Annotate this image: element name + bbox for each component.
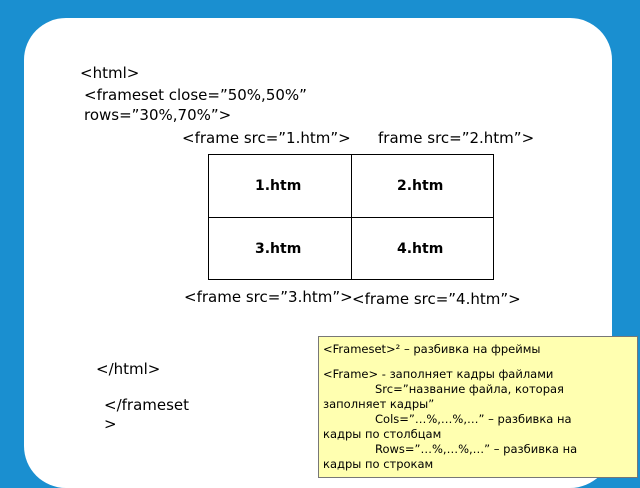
grid-cell-2: 2.htm	[397, 178, 444, 194]
grid-cell-4: 4.htm	[397, 241, 444, 257]
frameset-close-line-1: </frameset	[104, 396, 190, 414]
html-close-tag: </html>	[96, 360, 161, 378]
note-line-5: Cols=”…%,…%,…” – разбивка на	[375, 412, 572, 426]
frameset-open-line-2: rows=”30%,70%”>	[84, 106, 232, 124]
explanation-note: <Frameset>² – разбивка на фреймы <Frame>…	[318, 336, 638, 478]
grid-horizontal-divider	[209, 217, 493, 218]
note-line-4: заполняет кадры”	[323, 397, 435, 411]
note-line-1: <Frameset>² – разбивка на фреймы	[323, 342, 541, 356]
frameset-close-line-2: >	[104, 415, 117, 433]
frame-4-tag: <frame src=”4.htm”>	[352, 290, 521, 308]
frames-grid: 1.htm 2.htm 3.htm 4.htm	[208, 154, 494, 280]
note-spacer	[323, 357, 633, 367]
note-line-6: кадры по столбцам	[323, 427, 442, 441]
grid-cell-1: 1.htm	[255, 178, 302, 194]
note-line-7: Rows=”…%,…%,…” – разбивка на	[375, 442, 578, 456]
frame-1-tag: <frame src=”1.htm”>	[182, 129, 351, 147]
frameset-open-line-1: <frameset close=”50%,50%”	[84, 86, 307, 104]
frame-2-tag: frame src=”2.htm”>	[378, 129, 535, 147]
note-line-2: <Frame> - заполняет кадры файлами	[323, 367, 554, 381]
frame-3-tag: <frame src=”3.htm”>	[184, 288, 353, 306]
grid-cell-3: 3.htm	[255, 241, 302, 257]
note-line-3: Src=”название файла, которая	[375, 382, 564, 396]
html-open-tag: <html>	[80, 64, 140, 82]
note-line-8: кадры по строкам	[323, 457, 434, 471]
